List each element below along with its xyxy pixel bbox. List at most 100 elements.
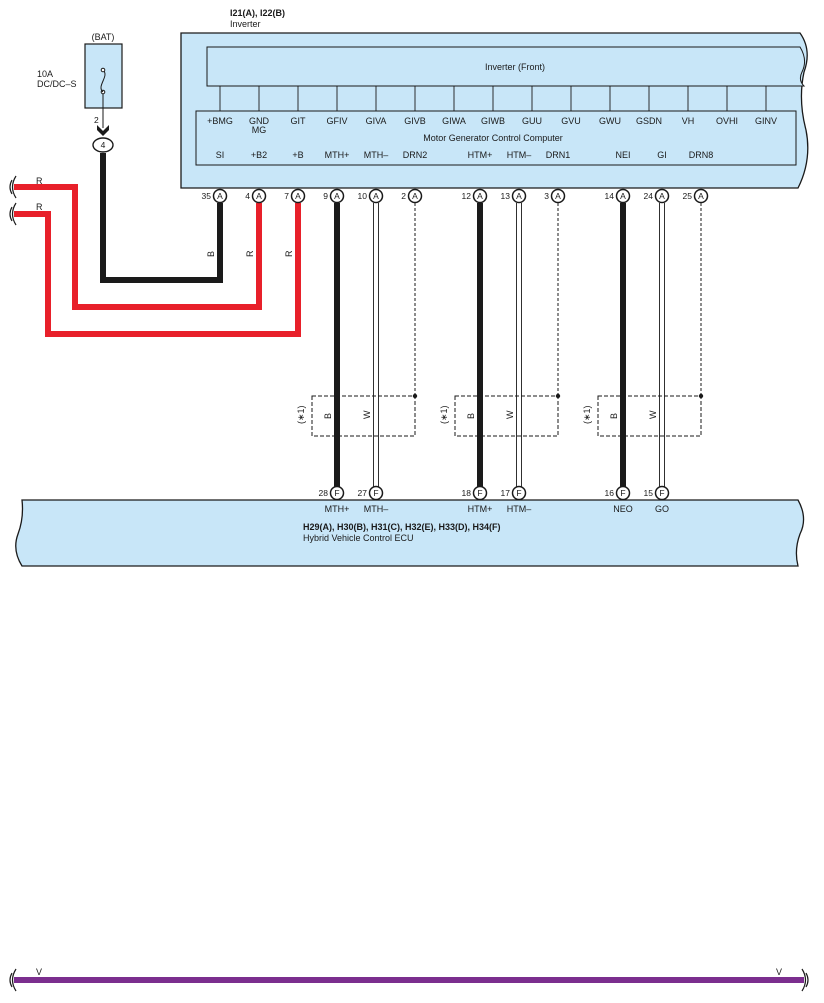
shield-3-white: W	[648, 410, 658, 419]
svg-text:HTM–: HTM–	[507, 504, 532, 514]
si-wire	[100, 153, 223, 283]
svg-text:F: F	[620, 488, 625, 498]
terminal-drn2: DRN2	[403, 150, 428, 160]
terminal-b: +B	[292, 150, 303, 160]
ecu-box	[15, 499, 805, 567]
terminal-guu: GUU	[522, 116, 542, 126]
svg-text:3: 3	[544, 191, 549, 201]
svg-text:17: 17	[501, 488, 511, 498]
terminal-gsdn: GSDN	[636, 116, 662, 126]
svg-text:A: A	[295, 191, 301, 201]
svg-text:F: F	[659, 488, 664, 498]
svg-text:4: 4	[245, 191, 250, 201]
svg-text:2: 2	[401, 191, 406, 201]
shield-2-black: B	[466, 413, 476, 419]
shield-3-black: B	[609, 413, 619, 419]
terminal-ginv: GINV	[755, 116, 777, 126]
inverter-front-box	[206, 46, 806, 87]
junction-4	[92, 137, 114, 153]
svg-text:GO: GO	[655, 504, 669, 514]
inverter-front-label: Inverter (Front)	[485, 62, 545, 72]
svg-text:14: 14	[605, 191, 615, 201]
wire-color-b2: R	[245, 250, 255, 257]
terminal-mth-minus: MTH–	[364, 150, 389, 160]
svg-text:27: 27	[358, 488, 368, 498]
svg-text:24: 24	[644, 191, 654, 201]
ecu-pin-numbers: 28 27 18 17 16 15	[319, 488, 654, 498]
svg-text:A: A	[412, 191, 418, 201]
svg-text:A: A	[555, 191, 561, 201]
wire-color-b: R	[284, 250, 294, 257]
ecu-code: H29(A), H30(B), H31(C), H32(E), H33(D), …	[303, 522, 501, 532]
svg-text:F: F	[477, 488, 482, 498]
inverter-pin-numbers: 35 4 7 9 10 2 12 13 3 14 24 25	[202, 191, 693, 201]
terminal-nei: NEI	[615, 150, 630, 160]
terminal-mth-plus: MTH+	[325, 150, 350, 160]
ecu-connector-letters: F F F F F F	[334, 488, 664, 498]
svg-text:10: 10	[358, 191, 368, 201]
shield-1-note: (∗1)	[296, 405, 306, 424]
svg-text:A: A	[698, 191, 704, 201]
svg-text:7: 7	[284, 191, 289, 201]
terminal-gvu: GVU	[561, 116, 581, 126]
white-signal-wires	[373, 203, 665, 487]
violet-wire-label-left: V	[36, 967, 42, 977]
shield-2-note: (∗1)	[439, 405, 449, 424]
fuse-pin: 2	[94, 115, 99, 125]
terminal-givb: GIVB	[404, 116, 426, 126]
drain-wires	[414, 203, 702, 396]
junction-4-label: 4	[101, 140, 106, 150]
svg-text:A: A	[256, 191, 262, 201]
svg-text:25: 25	[683, 191, 693, 201]
top-terminal-ticks	[219, 86, 767, 111]
terminal-vh: VH	[682, 116, 695, 126]
wire-color-r-2: R	[36, 202, 43, 212]
terminal-htm-plus: HTM+	[468, 150, 493, 160]
b2-wire	[14, 184, 262, 310]
inverter-code: I21(A), I22(B)	[230, 8, 285, 18]
fuse-arrow-icon	[97, 125, 109, 136]
shield-1-white: W	[362, 410, 372, 419]
svg-text:18: 18	[462, 488, 472, 498]
wire-break-marks	[9, 175, 17, 226]
wire-color-r-1: R	[36, 176, 43, 186]
terminal-bmg: +BMG	[207, 116, 233, 126]
ecu-connectors	[329, 485, 670, 501]
fuse-name: DC/DC–S	[37, 79, 77, 89]
svg-text:F: F	[334, 488, 339, 498]
svg-text:12: 12	[462, 191, 472, 201]
svg-text:35: 35	[202, 191, 212, 201]
mgcc-label: Motor Generator Control Computer	[423, 133, 563, 143]
violet-wire-label-right: V	[776, 967, 782, 977]
svg-text:NEO: NEO	[613, 504, 633, 514]
inverter-connectors	[212, 188, 709, 204]
svg-text:A: A	[620, 191, 626, 201]
svg-text:A: A	[373, 191, 379, 201]
svg-text:16: 16	[605, 488, 615, 498]
terminal-drn8: DRN8	[689, 150, 714, 160]
svg-text:MTH–: MTH–	[364, 504, 389, 514]
terminal-gi: GI	[657, 150, 667, 160]
terminal-drn1: DRN1	[546, 150, 571, 160]
terminal-ovhi: OVHI	[716, 116, 738, 126]
svg-text:A: A	[516, 191, 522, 201]
terminal-gnd-mg: MG	[252, 125, 267, 135]
terminal-si: SI	[216, 150, 225, 160]
svg-text:HTM+: HTM+	[468, 504, 493, 514]
terminal-gfiv: GFIV	[326, 116, 347, 126]
shield-2-white: W	[505, 410, 515, 419]
fuse-rating: 10A	[37, 69, 53, 79]
svg-text:28: 28	[319, 488, 329, 498]
wire-color-si: B	[206, 251, 216, 257]
ecu-terminal-labels: MTH+ MTH– HTM+ HTM– NEO GO	[325, 504, 669, 514]
violet-wire-break-marks	[9, 968, 809, 992]
svg-text:F: F	[373, 488, 378, 498]
svg-text:13: 13	[501, 191, 511, 201]
fuse-box-label: (BAT)	[92, 32, 115, 42]
shield-boxes	[311, 395, 702, 437]
ecu-name: Hybrid Vehicle Control ECU	[303, 533, 414, 543]
terminal-gnd: GND	[249, 116, 270, 126]
terminal-b2: +B2	[251, 150, 267, 160]
svg-text:A: A	[217, 191, 223, 201]
